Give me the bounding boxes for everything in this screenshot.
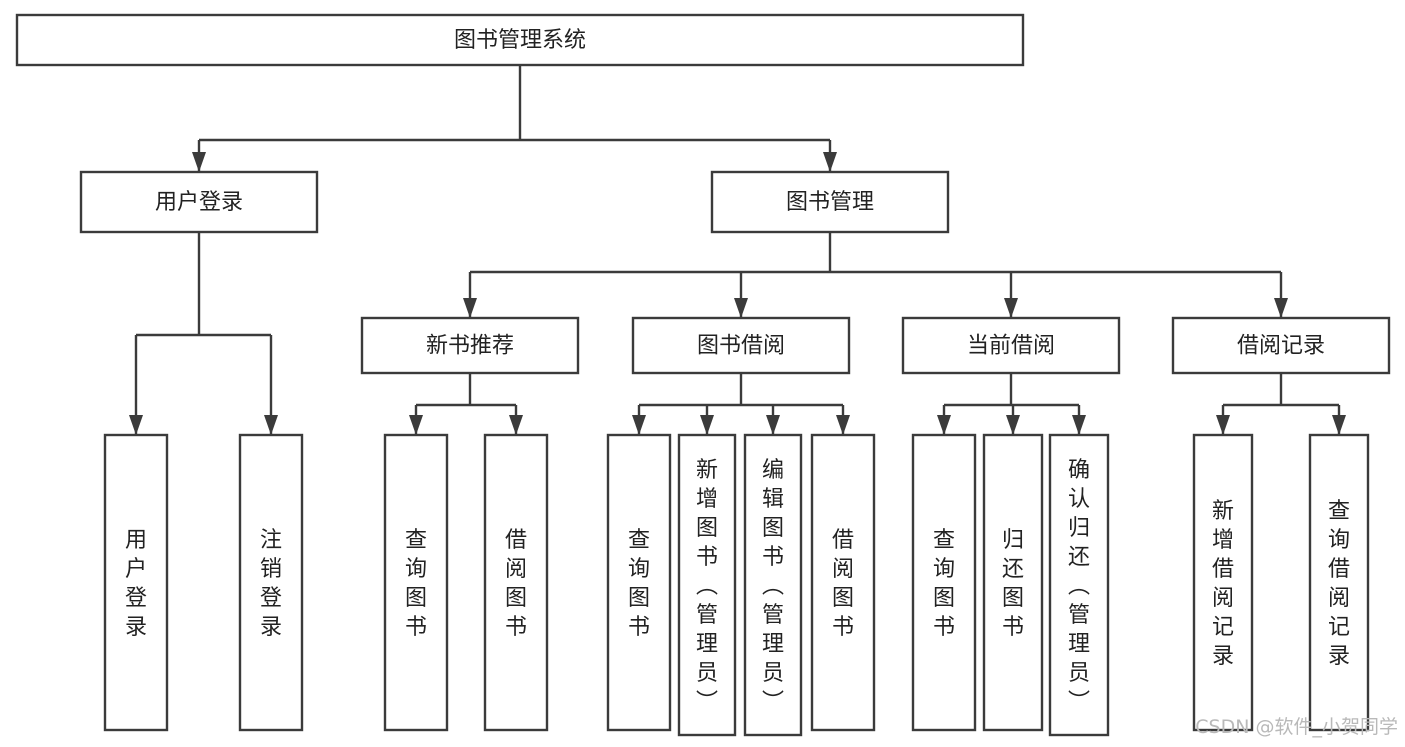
- node-box[interactable]: [483, 433, 549, 732]
- arrow-head-icon: [463, 298, 477, 318]
- node-box[interactable]: [15, 13, 1025, 67]
- node-box[interactable]: [710, 170, 950, 234]
- arrow-head-icon: [632, 415, 646, 435]
- edge-borrow-to-leaves: [632, 373, 850, 435]
- node-leaf-user-login[interactable]: 用户登录: [103, 433, 169, 732]
- node-leaf-query-book-current[interactable]: 查询图书: [911, 433, 977, 732]
- node-label: 图书借阅: [697, 334, 785, 359]
- arrow-head-icon: [129, 415, 143, 435]
- edge-bookmgmt-to-level3: [463, 232, 1288, 318]
- node-label: 查询图书: [628, 528, 650, 640]
- node-label: 新增借阅记录: [1212, 499, 1234, 669]
- node-box[interactable]: [743, 433, 803, 737]
- node-box[interactable]: [677, 433, 737, 737]
- arrow-head-icon: [1216, 415, 1230, 435]
- node-label: 新书推荐: [426, 334, 514, 359]
- node-leaf-edit-book-admin[interactable]: 编辑图书︵管理员︶: [743, 433, 803, 737]
- node-leaf-query-book-borrow[interactable]: 查询图书: [606, 433, 672, 732]
- node-book-borrow[interactable]: 图书借阅: [631, 316, 851, 375]
- node-label: 用户登录: [125, 528, 147, 640]
- arrow-head-icon: [700, 415, 714, 435]
- node-label: 用户登录: [155, 190, 243, 215]
- node-label: 图书管理系统: [454, 28, 586, 53]
- arrow-head-icon: [734, 298, 748, 318]
- node-box[interactable]: [631, 316, 851, 375]
- node-box[interactable]: [238, 433, 304, 732]
- node-box[interactable]: [1192, 433, 1254, 732]
- node-box[interactable]: [360, 316, 580, 375]
- node-box[interactable]: [810, 433, 876, 732]
- node-label: 借阅图书: [832, 528, 854, 640]
- node-current-borrow[interactable]: 当前借阅: [901, 316, 1121, 375]
- node-label: 编辑图书︵管理员︶: [762, 458, 784, 715]
- node-layer: 图书管理系统用户登录图书管理新书推荐图书借阅当前借阅借阅记录用户登录注销登录查询…: [15, 13, 1391, 737]
- edge-userlogin-to-leaves: [129, 232, 278, 435]
- arrow-head-icon: [1004, 298, 1018, 318]
- node-box[interactable]: [1171, 316, 1391, 375]
- node-box[interactable]: [911, 433, 977, 732]
- node-leaf-confirm-return-admin[interactable]: 确认归还︵管理员︶: [1048, 433, 1110, 737]
- node-leaf-borrow-book[interactable]: 借阅图书: [810, 433, 876, 732]
- arrow-head-icon: [937, 415, 951, 435]
- node-new-book-recommend[interactable]: 新书推荐: [360, 316, 580, 375]
- edge-root-to-level2: [192, 65, 837, 172]
- arrow-head-icon: [1332, 415, 1346, 435]
- node-label: 归还图书: [1002, 528, 1024, 640]
- csdn-watermark: CSDN @软件_小贺同学: [1195, 716, 1398, 738]
- node-box[interactable]: [103, 433, 169, 732]
- arrow-head-icon: [192, 152, 206, 172]
- arrow-head-icon: [1274, 298, 1288, 318]
- node-leaf-return-book[interactable]: 归还图书: [982, 433, 1044, 732]
- arrow-head-icon: [409, 415, 423, 435]
- connector-layer: [129, 65, 1346, 435]
- node-leaf-borrow-book-recommend[interactable]: 借阅图书: [483, 433, 549, 732]
- node-box[interactable]: [982, 433, 1044, 732]
- node-label: 图书管理: [786, 190, 874, 215]
- node-label: 查询图书: [933, 528, 955, 640]
- node-label: 当前借阅: [967, 334, 1055, 359]
- node-label: 新增图书︵管理员︶: [696, 458, 718, 715]
- node-user-login[interactable]: 用户登录: [79, 170, 319, 234]
- node-box[interactable]: [901, 316, 1121, 375]
- arrow-head-icon: [1006, 415, 1020, 435]
- arrow-head-icon: [766, 415, 780, 435]
- arrow-head-icon: [823, 152, 837, 172]
- node-borrow-record[interactable]: 借阅记录: [1171, 316, 1391, 375]
- arrow-head-icon: [1072, 415, 1086, 435]
- arrow-head-icon: [509, 415, 523, 435]
- node-box[interactable]: [383, 433, 449, 732]
- node-label: 借阅记录: [1237, 334, 1325, 359]
- arrow-head-icon: [836, 415, 850, 435]
- node-leaf-user-logout[interactable]: 注销登录: [238, 433, 304, 732]
- node-book-management[interactable]: 图书管理: [710, 170, 950, 234]
- edge-recommend-to-leaves: [409, 373, 523, 435]
- node-leaf-add-borrow-record[interactable]: 新增借阅记录: [1192, 433, 1254, 732]
- node-leaf-query-borrow-record[interactable]: 查询借阅记录: [1308, 433, 1370, 732]
- node-label: 查询图书: [405, 528, 427, 640]
- node-box[interactable]: [606, 433, 672, 732]
- node-leaf-query-book-recommend[interactable]: 查询图书: [383, 433, 449, 732]
- edge-record-to-leaves: [1216, 373, 1346, 435]
- node-label: 借阅图书: [505, 528, 527, 640]
- node-box[interactable]: [79, 170, 319, 234]
- arrow-head-icon: [264, 415, 278, 435]
- node-root[interactable]: 图书管理系统: [15, 13, 1025, 67]
- node-leaf-add-book-admin[interactable]: 新增图书︵管理员︶: [677, 433, 737, 737]
- node-label: 查询借阅记录: [1328, 499, 1350, 669]
- node-box[interactable]: [1308, 433, 1370, 732]
- node-label: 确认归还︵管理员︶: [1068, 458, 1090, 715]
- edge-current-to-leaves: [937, 373, 1086, 435]
- node-label: 注销登录: [260, 528, 282, 640]
- node-box[interactable]: [1048, 433, 1110, 737]
